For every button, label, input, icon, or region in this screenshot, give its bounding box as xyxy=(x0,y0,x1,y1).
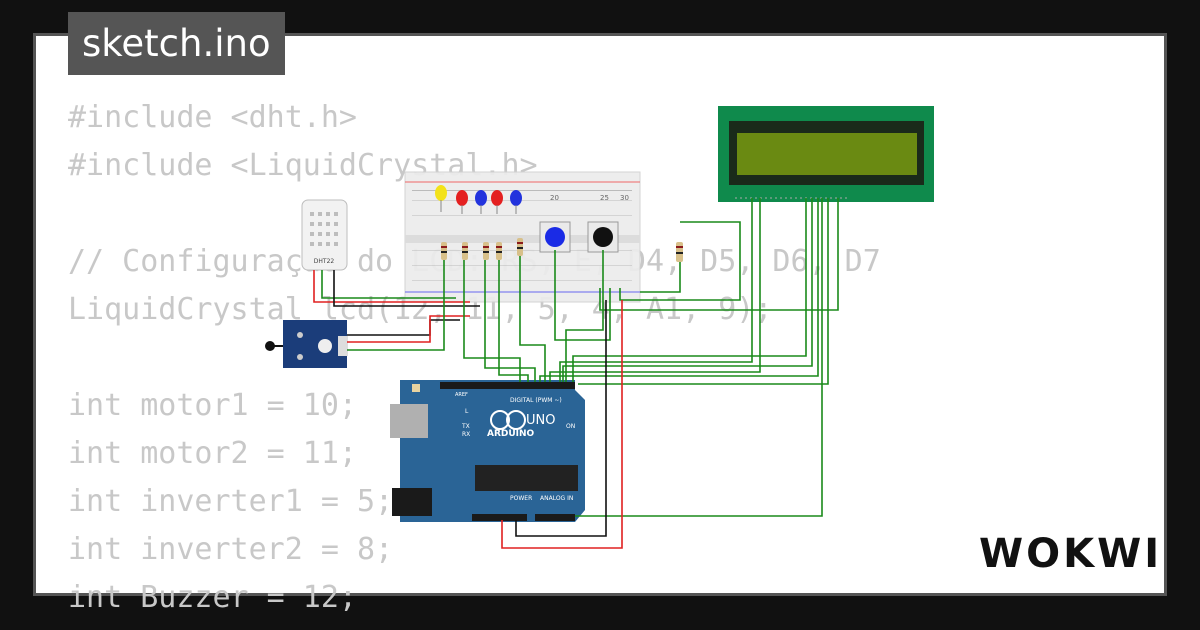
svg-text:25: 25 xyxy=(600,194,609,202)
dht-label: DHT22 xyxy=(314,258,335,265)
resistor xyxy=(462,242,468,260)
led-red xyxy=(456,190,468,214)
arduino-model: UNO xyxy=(526,413,555,428)
lcd-display xyxy=(718,106,934,202)
dht22-sensor: DHT22 xyxy=(301,199,348,271)
svg-text:30: 30 xyxy=(620,194,629,202)
on-label: ON xyxy=(566,423,575,430)
digital-label: DIGITAL (PWM ~) xyxy=(510,397,562,404)
led-blue xyxy=(475,190,487,214)
led-red xyxy=(491,190,503,214)
code-line: int motor1 = 10; xyxy=(68,388,357,423)
resistor xyxy=(517,238,523,256)
code-line: int inverter1 = 5; xyxy=(68,484,394,519)
wires xyxy=(313,198,839,549)
arduino-uno: ARDUINO UNO DIGITAL (PWM ~) ANALOG IN PO… xyxy=(390,380,585,522)
code-line: int inverter2 = 8; xyxy=(68,532,394,567)
rx-label: RX xyxy=(462,431,470,438)
l-label: L xyxy=(465,408,469,415)
led-yellow xyxy=(435,185,447,212)
analog-label: ANALOG IN xyxy=(540,495,573,502)
wokwi-logo-text: WOKWI xyxy=(979,531,1162,577)
code-line: int Buzzer = 12; xyxy=(68,580,357,615)
resistor xyxy=(676,242,683,262)
aref-label: AREF xyxy=(455,392,468,398)
tx-label: TX xyxy=(461,423,470,430)
file-name-badge: sketch.ino xyxy=(68,12,285,75)
code-line: int motor2 = 11; xyxy=(68,436,357,471)
temperature-module xyxy=(265,320,348,368)
code-line: #include <dht.h> xyxy=(68,100,357,135)
power-label: POWER xyxy=(510,495,532,502)
wokwi-logo: WOKWI xyxy=(979,531,1159,577)
push-button-blue xyxy=(539,221,571,253)
resistor xyxy=(483,242,489,260)
svg-text:20: 20 xyxy=(550,194,559,202)
code-preview: #include <dht.h>#include <LiquidCrystal.… xyxy=(68,94,881,622)
led-blue xyxy=(510,190,522,214)
resistor xyxy=(496,242,502,260)
arduino-brand: ARDUINO xyxy=(487,429,535,439)
preview-card: #include <dht.h>#include <LiquidCrystal.… xyxy=(33,33,1167,615)
resistor xyxy=(441,242,447,260)
push-button-black xyxy=(587,221,619,253)
